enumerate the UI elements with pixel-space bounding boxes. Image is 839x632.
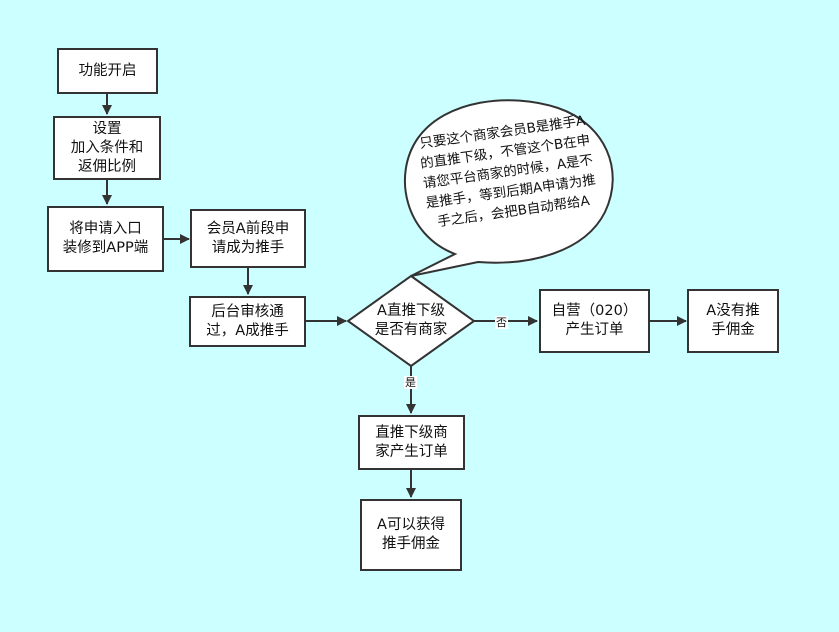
edge-label-no: 否 bbox=[495, 316, 508, 329]
node-start: 功能开启 bbox=[57, 48, 158, 94]
node-apply: 会员A前段申 请成为推手 bbox=[190, 209, 306, 268]
callout-bubble bbox=[404, 99, 614, 277]
decision-diamond bbox=[346, 274, 476, 368]
node-no-commission: A没有推 手佣金 bbox=[687, 289, 779, 353]
node-review: 后台审核通 过，A成推手 bbox=[189, 296, 306, 347]
node-get-commission: A可以获得 推手佣金 bbox=[360, 499, 462, 571]
node-setup: 设置 加入条件和 返佣比例 bbox=[53, 116, 161, 180]
node-decision-label: A直推下级 是否有商家 bbox=[374, 303, 448, 338]
node-sub-order: 直推下级商 家产生订单 bbox=[358, 415, 465, 470]
node-self-run: 自营（020） 产生订单 bbox=[539, 289, 650, 353]
edge-label-yes: 是 bbox=[404, 376, 417, 389]
node-entry: 将申请入口 装修到APP端 bbox=[47, 206, 164, 272]
